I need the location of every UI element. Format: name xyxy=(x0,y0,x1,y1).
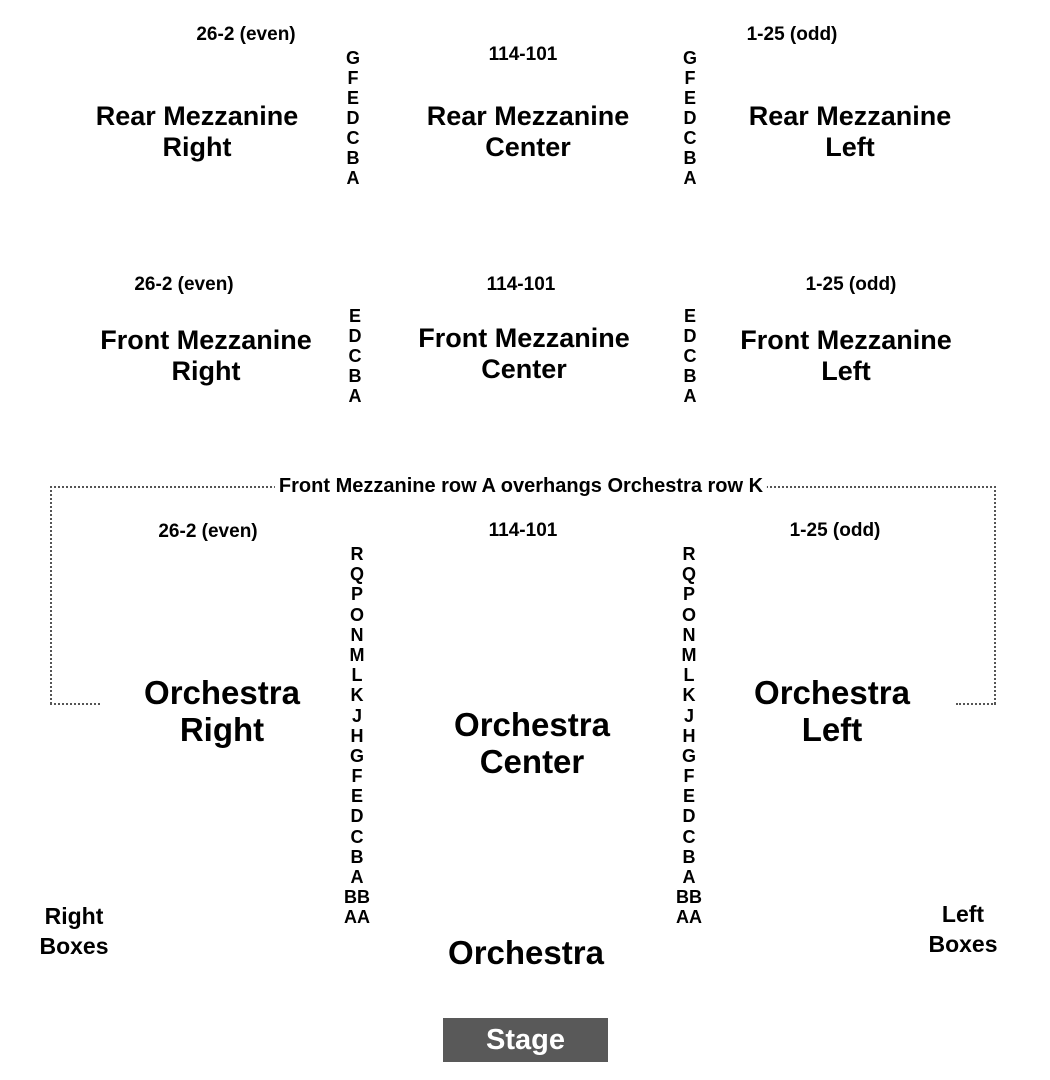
overhang-note: Front Mezzanine row A overhangs Orchestr… xyxy=(274,475,768,498)
front-mezzanine-right-label[interactable]: Front Mezzanine Right xyxy=(100,325,312,387)
orchestra-right-label[interactable]: Orchestra Right xyxy=(144,674,300,748)
orchestra-level-title: Orchestra xyxy=(448,934,604,971)
orchestra-center-seat-range: 114-101 xyxy=(488,520,558,541)
orchestra-center-label[interactable]: Orchestra Center xyxy=(454,706,610,780)
rear-mezzanine-right-label[interactable]: Rear Mezzanine Right xyxy=(95,101,299,163)
orchestra-left-seat-range: 1-25 (odd) xyxy=(789,520,881,541)
orchestra-right-seat-range: 26-2 (even) xyxy=(158,521,258,542)
front-mezzanine-left-seat-range: 1-25 (odd) xyxy=(805,274,897,295)
overhang-left-bottom-dotted-line xyxy=(50,703,100,705)
front-mezzanine-right-seat-range: 26-2 (even) xyxy=(134,274,234,295)
front-mezzanine-left-label[interactable]: Front Mezzanine Left xyxy=(740,325,952,387)
rear-mezzanine-left-label[interactable]: Rear Mezzanine Left xyxy=(748,101,952,163)
rear-mezzanine-left-seat-range: 1-25 (odd) xyxy=(746,24,838,45)
rear-mezzanine-center-seat-range: 114-101 xyxy=(488,44,558,65)
orchestra-left-label[interactable]: Orchestra Left xyxy=(754,674,910,748)
overhang-right-dotted-line xyxy=(994,486,996,704)
front-mezzanine-center-seat-range: 114-101 xyxy=(486,274,556,295)
rear-mezzanine-center-label[interactable]: Rear Mezzanine Center xyxy=(426,101,630,163)
front-mezzanine-center-label[interactable]: Front Mezzanine Center xyxy=(418,323,630,385)
stage: Stage xyxy=(443,1018,608,1062)
rear-mezzanine-right-seat-range: 26-2 (even) xyxy=(196,24,296,45)
overhang-left-dotted-line xyxy=(50,486,52,704)
right-boxes-label[interactable]: Right Boxes xyxy=(39,903,109,959)
left-boxes-label[interactable]: Left Boxes xyxy=(928,901,998,957)
overhang-right-bottom-dotted-line xyxy=(956,703,996,705)
